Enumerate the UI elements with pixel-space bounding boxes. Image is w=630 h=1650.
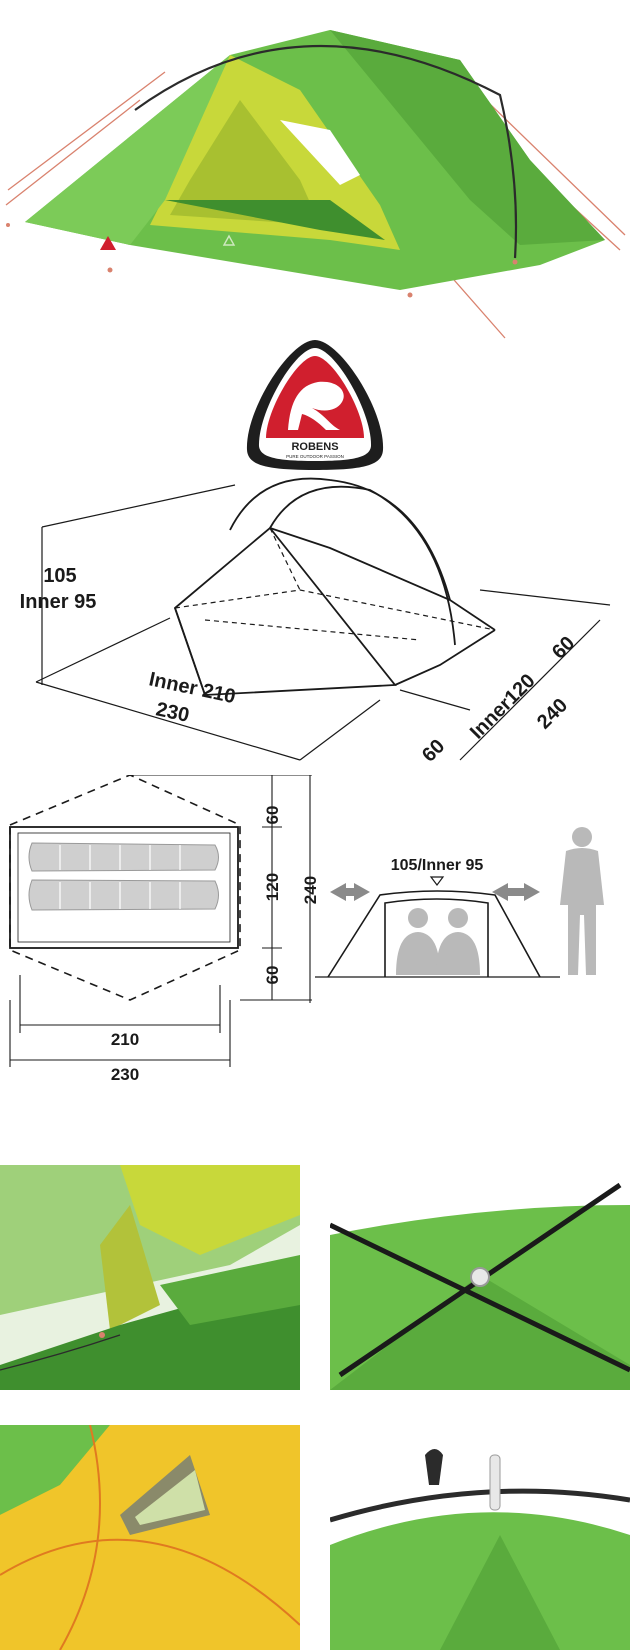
sleeping-bags xyxy=(28,842,219,911)
dim-vestibule: 60 xyxy=(418,735,449,766)
tent-pole xyxy=(134,44,518,259)
standing-person-icon xyxy=(560,827,604,975)
dim-inner-width: Inner120 xyxy=(466,670,540,744)
detail-photo-hook xyxy=(330,1425,630,1650)
door-flap xyxy=(25,55,230,245)
side-inner-outline xyxy=(384,898,489,977)
plan-center-width: 120 xyxy=(263,873,282,901)
dim-vestibule-2: 60 xyxy=(548,632,579,663)
dim-length: 230 xyxy=(154,698,191,726)
logo-r-mark xyxy=(288,381,344,430)
detail-photo-pole-clip xyxy=(330,1165,630,1390)
isometric-dimension-diagram: 105 Inner 95 Inner 210 230 60 Inner120 6… xyxy=(0,470,630,770)
hero-tent-image xyxy=(0,0,630,340)
dim-height: 105 xyxy=(43,565,76,587)
floorplan-diagram: 60 120 60 240 210 230 105/Inner 95 xyxy=(0,774,630,1115)
inner-tent-outline xyxy=(9,826,239,949)
side-elevation: 105/Inner 95 xyxy=(315,827,604,978)
detail-photo-vent xyxy=(0,1425,300,1650)
plan-vestibule-bottom: 60 xyxy=(263,966,282,985)
height-marker-icon xyxy=(429,876,445,886)
side-height-label: 105/Inner 95 xyxy=(391,857,484,874)
seated-people-icon xyxy=(396,908,480,975)
plan-inner-length: 210 xyxy=(111,1030,139,1049)
tent-wireframe xyxy=(173,477,496,696)
logo-tagline: PURE OUTDOOR PASSION xyxy=(286,454,344,459)
tent-window xyxy=(280,120,360,185)
dimension-lines xyxy=(35,484,611,761)
side-fly-outline xyxy=(327,890,541,978)
tent-logo-icon xyxy=(100,236,116,250)
plan-vestibule-top: 60 xyxy=(263,806,282,825)
logo-wordmark: ROBENS xyxy=(291,441,338,453)
brand-logo: ROBENS PURE OUTDOOR PASSION xyxy=(0,340,630,470)
detail-photo-door xyxy=(0,1165,300,1390)
plan-total-width: 240 xyxy=(301,876,320,904)
dim-inner-height: Inner 95 xyxy=(20,591,97,613)
dim-width: 240 xyxy=(533,694,572,733)
plan-total-length: 230 xyxy=(111,1065,139,1084)
